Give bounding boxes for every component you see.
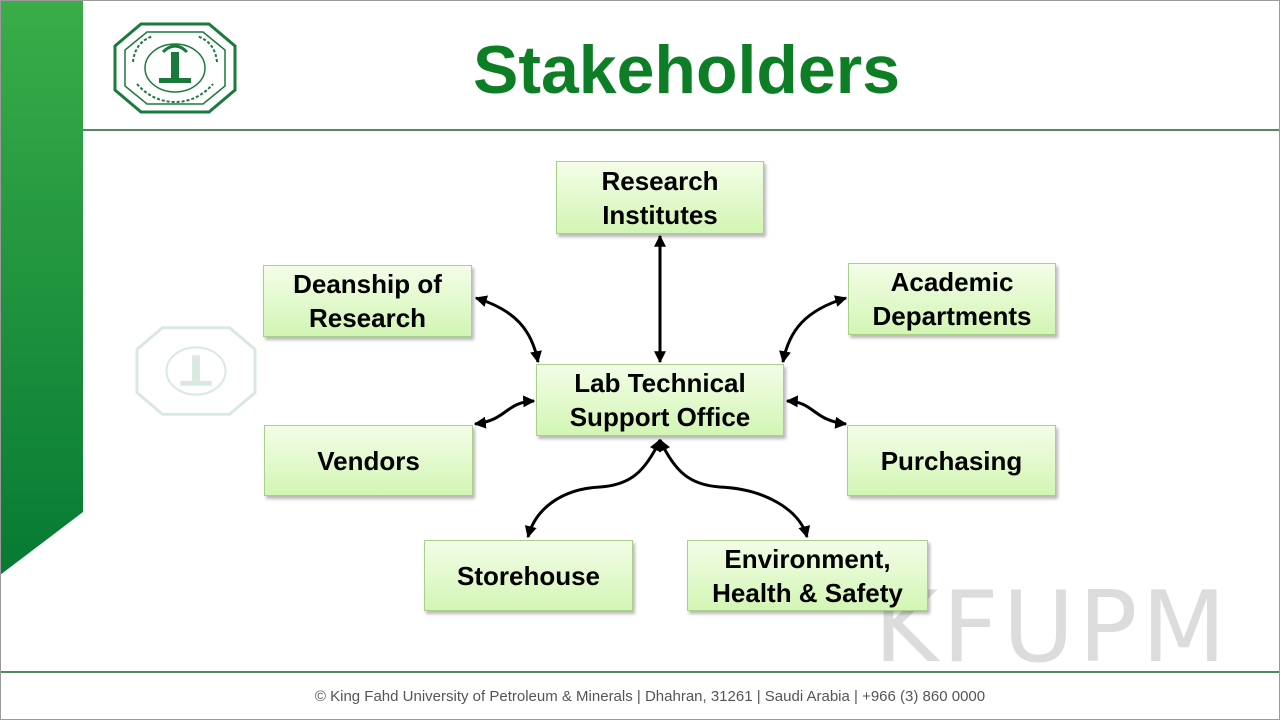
node-deanship-of-research: Deanship of Research [263, 265, 472, 337]
title-divider [83, 129, 1280, 131]
seal-watermark [135, 325, 257, 417]
arrow-storehouse [524, 438, 662, 539]
arrow-academic [779, 295, 848, 364]
page-title: Stakeholders [472, 32, 901, 108]
arrow-ehs [658, 438, 811, 539]
node-academic-departments: Academic Departments [848, 263, 1056, 335]
node-purchasing: Purchasing [847, 425, 1056, 496]
footer-divider [0, 671, 1280, 673]
footer-text: © King Fahd University of Petroleum & Mi… [314, 688, 986, 705]
arrow-deanship [474, 295, 542, 364]
node-research-institutes: Research Institutes [556, 161, 764, 234]
university-seal-logo [113, 22, 237, 114]
node-lab-technical-support-office: Lab Technical Support Office [536, 364, 784, 436]
side-band [0, 0, 83, 575]
node-vendors: Vendors [264, 425, 473, 496]
arrow-purchasing [785, 395, 848, 429]
node-storehouse: Storehouse [424, 540, 633, 611]
node-environment-health-safety: Environment, Health & Safety [687, 540, 928, 611]
arrow-vendors [473, 395, 536, 429]
kfupm-watermark: KFUPM [874, 571, 1231, 685]
